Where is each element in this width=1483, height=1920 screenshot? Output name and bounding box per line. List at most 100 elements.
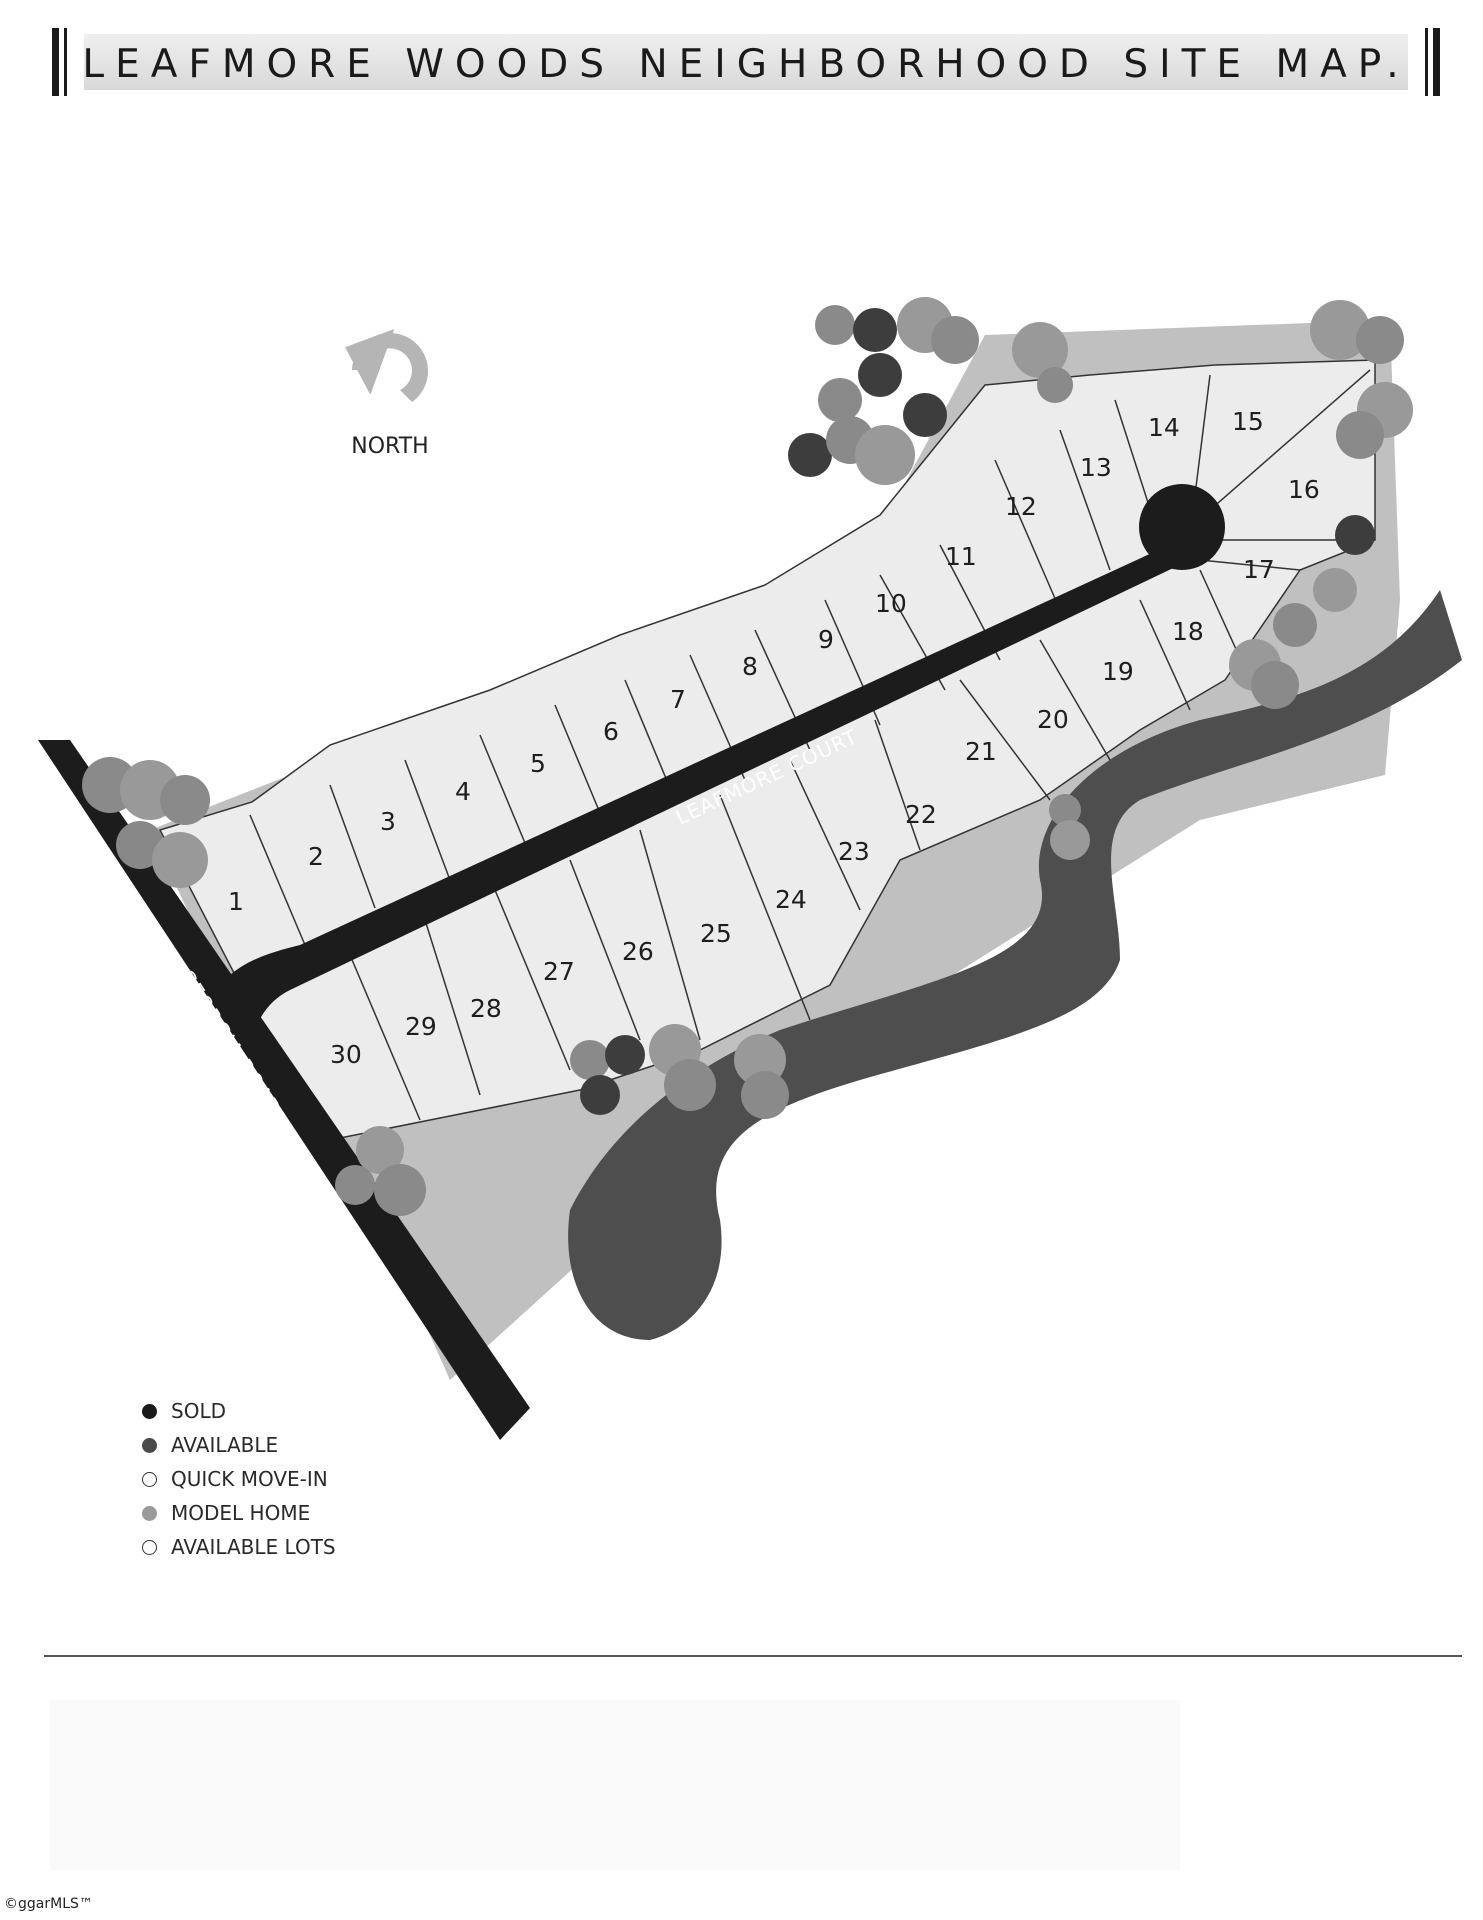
tree: [853, 308, 897, 352]
tree: [160, 775, 210, 825]
legend-label: SOLD: [171, 1399, 226, 1423]
north-label: NORTH: [351, 434, 429, 459]
trees: [82, 297, 1413, 1216]
lot-number: 14: [1148, 413, 1180, 442]
leafmore-court-road: [210, 540, 1190, 1040]
lot-line: [424, 919, 481, 1096]
lot-number: 3: [380, 807, 396, 836]
lot-line: [639, 829, 701, 1041]
lot-number: 5: [530, 749, 546, 778]
legend-label: AVAILABLE: [171, 1433, 279, 1457]
legend-item-available: AVAILABLE: [142, 1428, 336, 1462]
lot-number: 9: [818, 625, 834, 654]
legend-item-available-lots: AVAILABLE LOTS: [142, 1530, 336, 1564]
lot-number: 22: [905, 800, 937, 829]
lot-number: 2: [308, 842, 324, 871]
title-banner: LEAFMORE WOODS NEIGHBORHOOD SITE MAP.: [52, 28, 1440, 96]
tree: [1037, 367, 1073, 403]
model-home-dot-icon: [142, 1505, 157, 1521]
lot-number: 19: [1102, 657, 1134, 686]
tree: [1012, 322, 1068, 378]
lot-number: 13: [1080, 453, 1112, 482]
legend-label: AVAILABLE LOTS: [171, 1535, 336, 1559]
georgia-road: [38, 740, 530, 1440]
tree: [605, 1035, 645, 1075]
lot-number: 18: [1172, 617, 1204, 646]
tree: [1251, 661, 1299, 709]
legend-item-quick-move-in: QUICK MOVE-IN: [142, 1462, 336, 1496]
tree: [1335, 515, 1375, 555]
lot-number: 1: [228, 887, 244, 916]
lot-number: 25: [700, 919, 732, 948]
lot-line: [249, 814, 306, 946]
page-title: LEAFMORE WOODS NEIGHBORHOOD SITE MAP.: [82, 42, 1410, 87]
lot-line: [789, 759, 861, 911]
north-arrow-icon: [345, 328, 428, 402]
title-bar-left-thin: [64, 28, 67, 96]
tree: [855, 425, 915, 485]
lot-number: 4: [455, 777, 471, 806]
tree: [1336, 411, 1384, 459]
lot-line: [959, 679, 1051, 801]
title-band: [84, 34, 1408, 90]
lot-number: 15: [1232, 407, 1264, 436]
mls-watermark: ©ggarMLS™: [4, 1896, 93, 1912]
lot-number: 29: [405, 1012, 437, 1041]
sold-dot-icon: [142, 1403, 157, 1419]
tree: [1356, 316, 1404, 364]
tree: [818, 378, 862, 422]
lot-line: [874, 719, 921, 851]
tree: [931, 316, 979, 364]
lot-number: 17: [1243, 555, 1275, 584]
lot-line: [1209, 369, 1371, 511]
lot-line: [569, 859, 641, 1041]
lot-number: 30: [330, 1040, 362, 1069]
tree: [580, 1075, 620, 1115]
lot-number: 11: [945, 542, 977, 571]
lot-line: [349, 954, 421, 1121]
tree: [1313, 568, 1357, 612]
legend-item-model-home: MODEL HOME: [142, 1496, 336, 1530]
lot-line: [994, 459, 1061, 611]
lot-number: 12: [1005, 492, 1037, 521]
lot-number: 10: [875, 589, 907, 618]
lot-line: [1199, 559, 1301, 571]
legend-label: MODEL HOME: [171, 1501, 311, 1525]
tree: [152, 832, 208, 888]
legend: SOLD AVAILABLE QUICK MOVE-IN MODEL HOME …: [142, 1394, 336, 1564]
divider: [44, 1655, 1462, 1657]
lot-line: [329, 784, 376, 909]
lot-number: 20: [1037, 705, 1069, 734]
cul-de-sac: [1139, 484, 1225, 570]
tree: [1310, 300, 1370, 360]
title-bar-right: [1433, 28, 1440, 96]
tree: [335, 1165, 375, 1205]
lot-number: 6: [603, 717, 619, 746]
lot-line: [1059, 429, 1111, 571]
tree: [1049, 794, 1081, 826]
tree: [788, 433, 832, 477]
tree: [815, 305, 855, 345]
lot-line: [1194, 374, 1211, 496]
available-dot-icon: [142, 1437, 157, 1453]
quick-move-in-dot-icon: [142, 1471, 157, 1487]
tree: [741, 1071, 789, 1119]
lot-line: [1139, 599, 1191, 711]
tree: [664, 1059, 716, 1111]
lot-line: [479, 734, 531, 856]
footer-area: [50, 1700, 1180, 1870]
title-bar-left: [52, 28, 59, 96]
lot-number: 16: [1288, 475, 1320, 504]
tree: [858, 353, 902, 397]
lot-line: [1039, 639, 1111, 761]
legend-label: QUICK MOVE-IN: [171, 1467, 328, 1491]
available-lots-dot-icon: [142, 1539, 157, 1555]
tree: [116, 821, 164, 869]
lot-number: 23: [838, 837, 870, 866]
tree: [374, 1164, 426, 1216]
lot-number: 26: [622, 937, 654, 966]
lot-number: 24: [775, 885, 807, 914]
lot-number: 27: [543, 957, 575, 986]
creek: [568, 590, 1462, 1340]
lot-line: [719, 794, 811, 1021]
